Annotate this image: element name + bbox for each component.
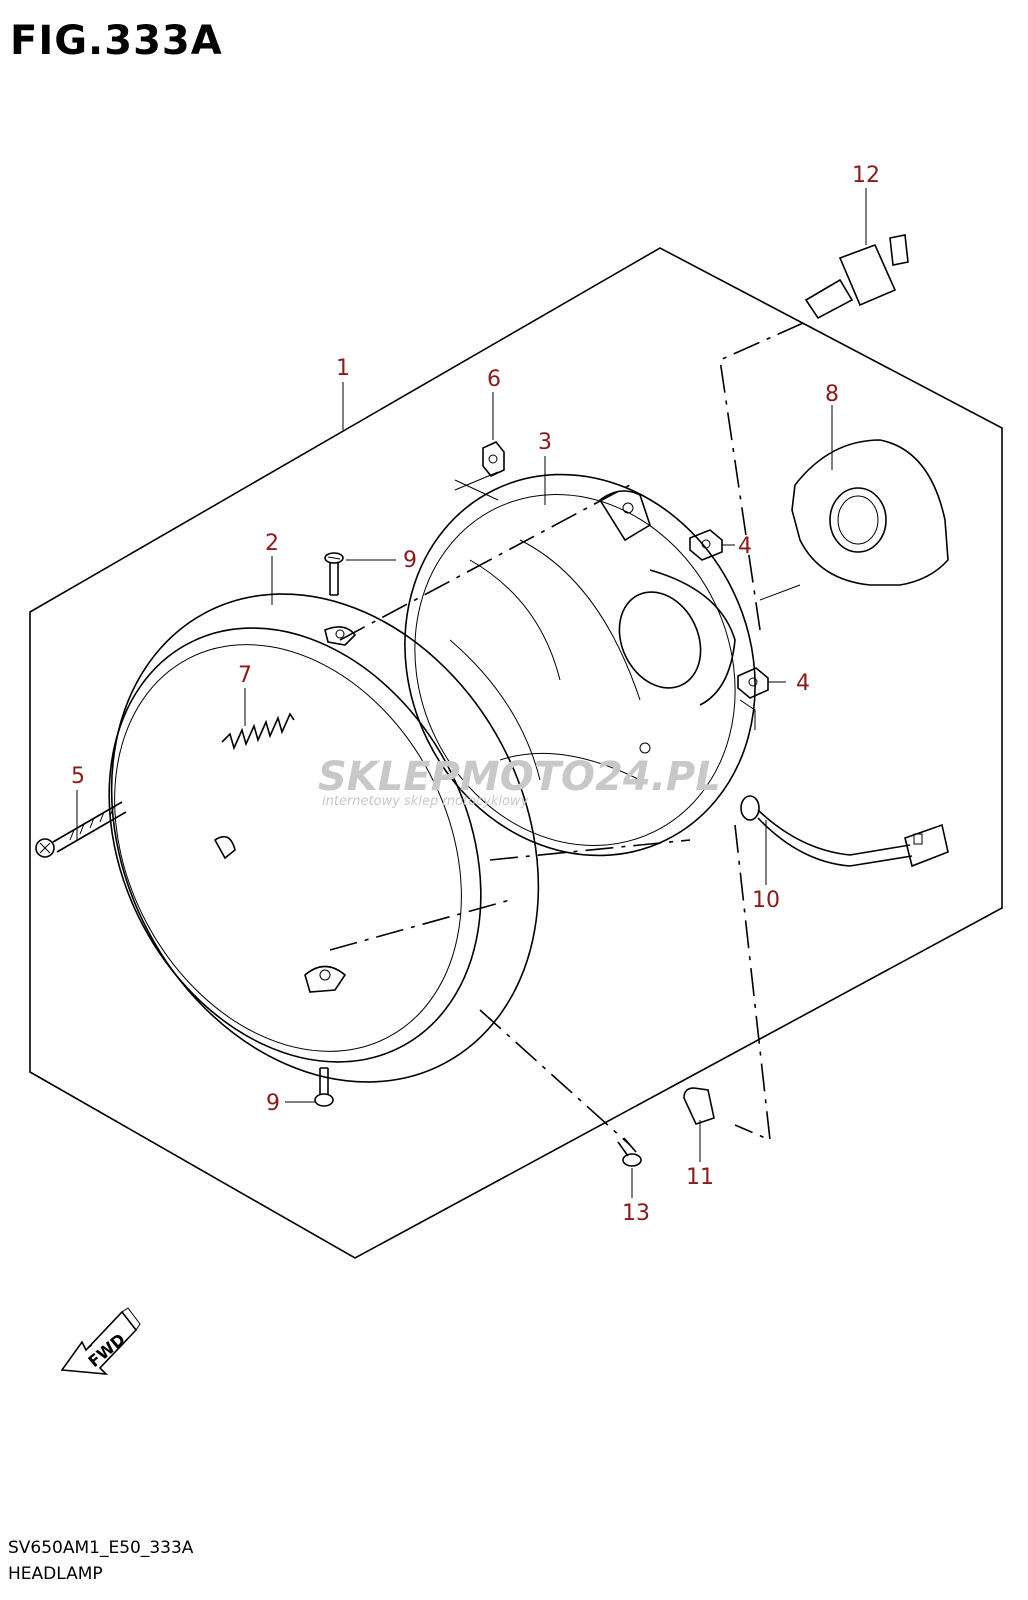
headlamp-bulb-part-12 bbox=[804, 234, 909, 320]
figure-title: FIG.333A bbox=[10, 18, 223, 64]
callout-5: 5 bbox=[71, 764, 85, 789]
callout-11: 11 bbox=[686, 1165, 714, 1190]
watermark-brand: SKLEPMOTO24.PL bbox=[318, 754, 721, 800]
rim-part-2 bbox=[108, 593, 540, 1083]
callout-10: 10 bbox=[752, 888, 780, 913]
callout-3: 3 bbox=[538, 430, 552, 455]
assembly-dash-lines bbox=[329, 319, 811, 1146]
callout-1: 1 bbox=[336, 356, 350, 381]
assembly-outline bbox=[29, 247, 1003, 1259]
headlamp-unit-part-3 bbox=[404, 473, 756, 857]
position-bulb-part-11 bbox=[683, 1087, 715, 1125]
callout-4-lower: 4 bbox=[796, 671, 810, 696]
callout-9-upper: 9 bbox=[403, 548, 417, 573]
callout-labels: 1 2 3 4 4 5 6 7 8 9 9 10 11 12 13 bbox=[71, 163, 880, 1226]
figure-code: SV650AM1_E50_333A bbox=[8, 1538, 194, 1558]
nut-part-4-lower bbox=[737, 667, 769, 699]
screw-part-9-upper bbox=[324, 552, 344, 596]
spring-part-7 bbox=[221, 712, 295, 751]
callout-2: 2 bbox=[265, 531, 279, 556]
nut-part-6 bbox=[482, 441, 505, 477]
fwd-label: FWD bbox=[85, 1330, 129, 1371]
nut-part-4-upper bbox=[689, 529, 723, 561]
watermark: SKLEPMOTO24.PL internetowy sklep motocyk… bbox=[318, 754, 721, 809]
callout-4-upper: 4 bbox=[738, 534, 752, 559]
callout-6: 6 bbox=[487, 367, 501, 392]
callout-13: 13 bbox=[622, 1201, 650, 1226]
callout-8: 8 bbox=[825, 382, 839, 407]
callout-9-lower: 9 bbox=[266, 1091, 280, 1116]
leader-lines bbox=[76, 188, 867, 1198]
screw-part-13 bbox=[617, 1137, 642, 1167]
callout-7: 7 bbox=[238, 663, 252, 688]
figure-name: HEADLAMP bbox=[8, 1564, 103, 1584]
socket-harness-part-10 bbox=[740, 795, 949, 868]
watermark-tagline: internetowy sklep motocyklowy bbox=[322, 794, 529, 809]
callout-12: 12 bbox=[852, 163, 880, 188]
fwd-arrow: FWD bbox=[60, 1307, 141, 1375]
screw-part-9-lower bbox=[314, 1067, 334, 1107]
socket-cover-part-8 bbox=[791, 439, 949, 586]
screw-part-5 bbox=[35, 801, 127, 858]
